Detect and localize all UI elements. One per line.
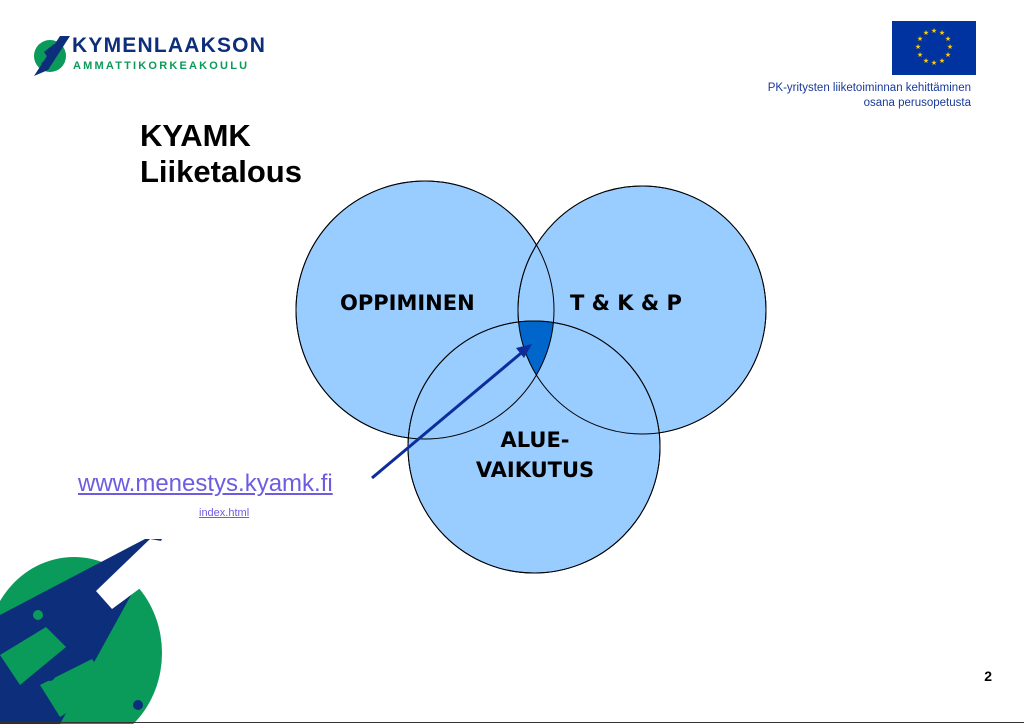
title-line2: Liiketalous [140, 154, 302, 189]
svg-text:★: ★ [939, 29, 945, 37]
slide-title: KYAMK Liiketalous [140, 118, 302, 190]
svg-text:★: ★ [915, 43, 921, 51]
index-link[interactable]: index.html [199, 507, 250, 519]
kyamk-emblem-icon [34, 36, 70, 76]
venn-label-aluevaikutus: ALUE- VAIKUTUS [455, 425, 615, 485]
venn-arrowhead-icon [516, 344, 532, 358]
venn-label-bottom-line2: VAIKUTUS [475, 458, 595, 482]
page-number: 2 [984, 668, 992, 684]
svg-text:★: ★ [939, 57, 945, 65]
venn-diagram: OPPIMINEN T & K & P ALUE- VAIKUTUS [280, 180, 780, 580]
svg-text:★: ★ [917, 51, 923, 59]
venn-arrow [371, 347, 527, 480]
venn-label-bottom-line1: ALUE- [500, 428, 570, 452]
logo-name-line2: AMMATTIKORKEAKOULU [73, 60, 250, 72]
venn-label-tkp: T & K & P [570, 291, 682, 315]
subtitle-line1: PK-yritysten liiketoiminnan kehittäminen [767, 82, 971, 94]
kyamk-logo: KYMENLAAKSON AMMATTIKORKEAKOULU [30, 30, 265, 84]
project-subtitle: PK-yritysten liiketoiminnan kehittäminen… [768, 81, 971, 111]
svg-text:★: ★ [945, 51, 951, 59]
svg-text:★: ★ [931, 59, 937, 67]
bottom-divider [0, 722, 1024, 723]
svg-text:★: ★ [923, 57, 929, 65]
menestys-link[interactable]: www.menestys.kyamk.fi [78, 470, 333, 497]
logo-name-line1: KYMENLAAKSON [72, 34, 267, 57]
svg-text:★: ★ [923, 29, 929, 37]
subtitle-line2: osana perusopetusta [863, 97, 971, 109]
svg-text:★: ★ [931, 27, 937, 35]
venn-label-oppiminen: OPPIMINEN [340, 291, 475, 315]
decorative-emblem-icon [0, 539, 196, 724]
svg-text:★: ★ [917, 35, 923, 43]
svg-text:★: ★ [945, 35, 951, 43]
svg-text:★: ★ [947, 43, 953, 51]
title-line1: KYAMK [140, 118, 251, 153]
eu-flag-icon: ★ ★ ★ ★ ★ ★ ★ ★ ★ ★ ★ ★ [892, 21, 976, 75]
